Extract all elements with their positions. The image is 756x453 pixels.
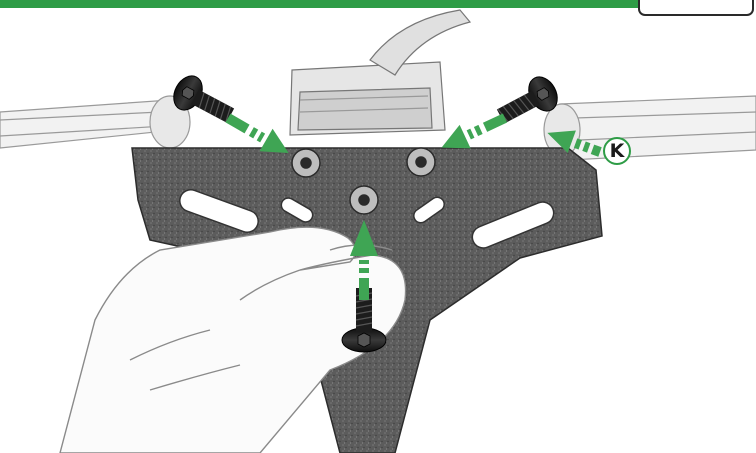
header-bar (0, 0, 640, 8)
step-tab (638, 0, 754, 16)
callout-k-label: K (603, 137, 631, 165)
upper-mount (290, 10, 470, 135)
